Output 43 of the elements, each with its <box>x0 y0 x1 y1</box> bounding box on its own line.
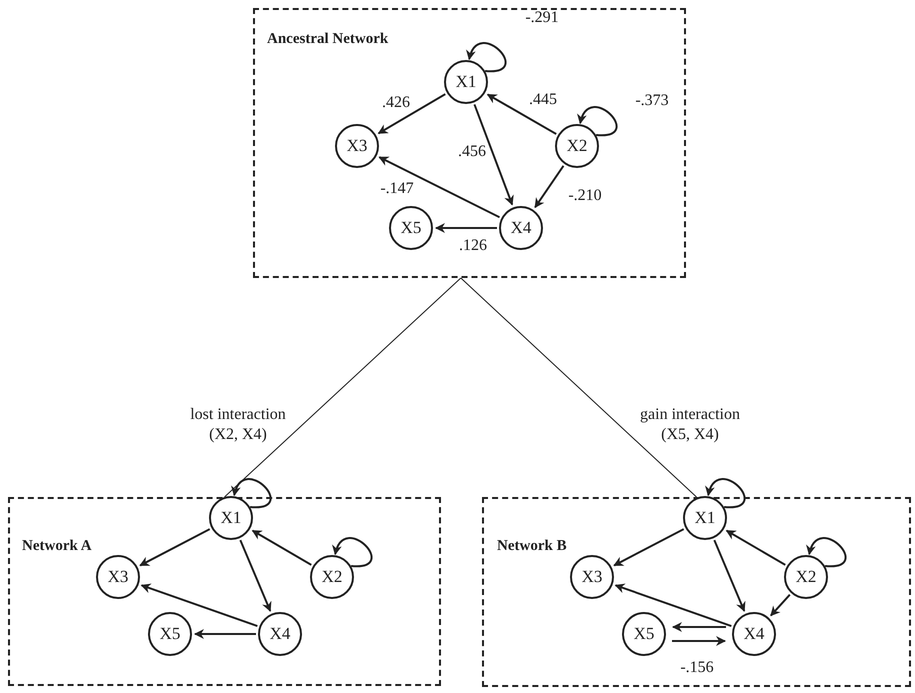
panel-title: Ancestral Network <box>267 32 388 47</box>
arrow <box>474 104 514 206</box>
arrow <box>435 223 497 233</box>
arrow <box>139 528 210 566</box>
connector-line <box>224 278 462 498</box>
arrow <box>239 540 272 612</box>
arrow <box>534 165 564 208</box>
arrow <box>613 528 684 566</box>
edge-label: -.373 <box>634 91 670 111</box>
arrow <box>140 584 258 627</box>
edge-label: gain interaction (X5, X4) <box>639 405 741 445</box>
edge-label: .126 <box>458 236 488 256</box>
edge-label: -.291 <box>524 8 560 28</box>
connector-line <box>460 278 697 498</box>
arrow <box>770 594 791 616</box>
panel-title: Network A <box>22 539 92 554</box>
network-panel <box>253 8 686 278</box>
self-loop-arrow <box>232 478 272 508</box>
self-loop-arrow <box>706 478 746 508</box>
arrow <box>726 530 786 566</box>
arrow <box>378 93 446 134</box>
self-loop-arrow <box>807 537 846 567</box>
arrow <box>672 636 726 646</box>
panel-title: Network B <box>497 539 567 554</box>
arrow <box>486 94 557 135</box>
edge-label: lost interaction (X2, X4) <box>189 405 287 445</box>
arrow <box>614 584 732 627</box>
edge-label: .456 <box>457 142 487 162</box>
edge-label: -.210 <box>567 186 603 206</box>
self-loop-arrow <box>578 106 618 136</box>
self-loop-arrow <box>467 42 506 72</box>
network-panel <box>8 497 441 686</box>
self-loop-arrow <box>333 537 372 567</box>
network-panel <box>482 497 911 687</box>
arrow <box>713 540 746 612</box>
arrow <box>378 156 500 218</box>
arrow <box>194 629 256 639</box>
edge-label: -.156 <box>679 658 715 678</box>
edge-label: .445 <box>528 90 558 110</box>
arrow <box>252 530 312 566</box>
edge-label: .426 <box>381 93 411 113</box>
edge-label: -.147 <box>379 179 415 199</box>
arrow <box>672 622 726 632</box>
